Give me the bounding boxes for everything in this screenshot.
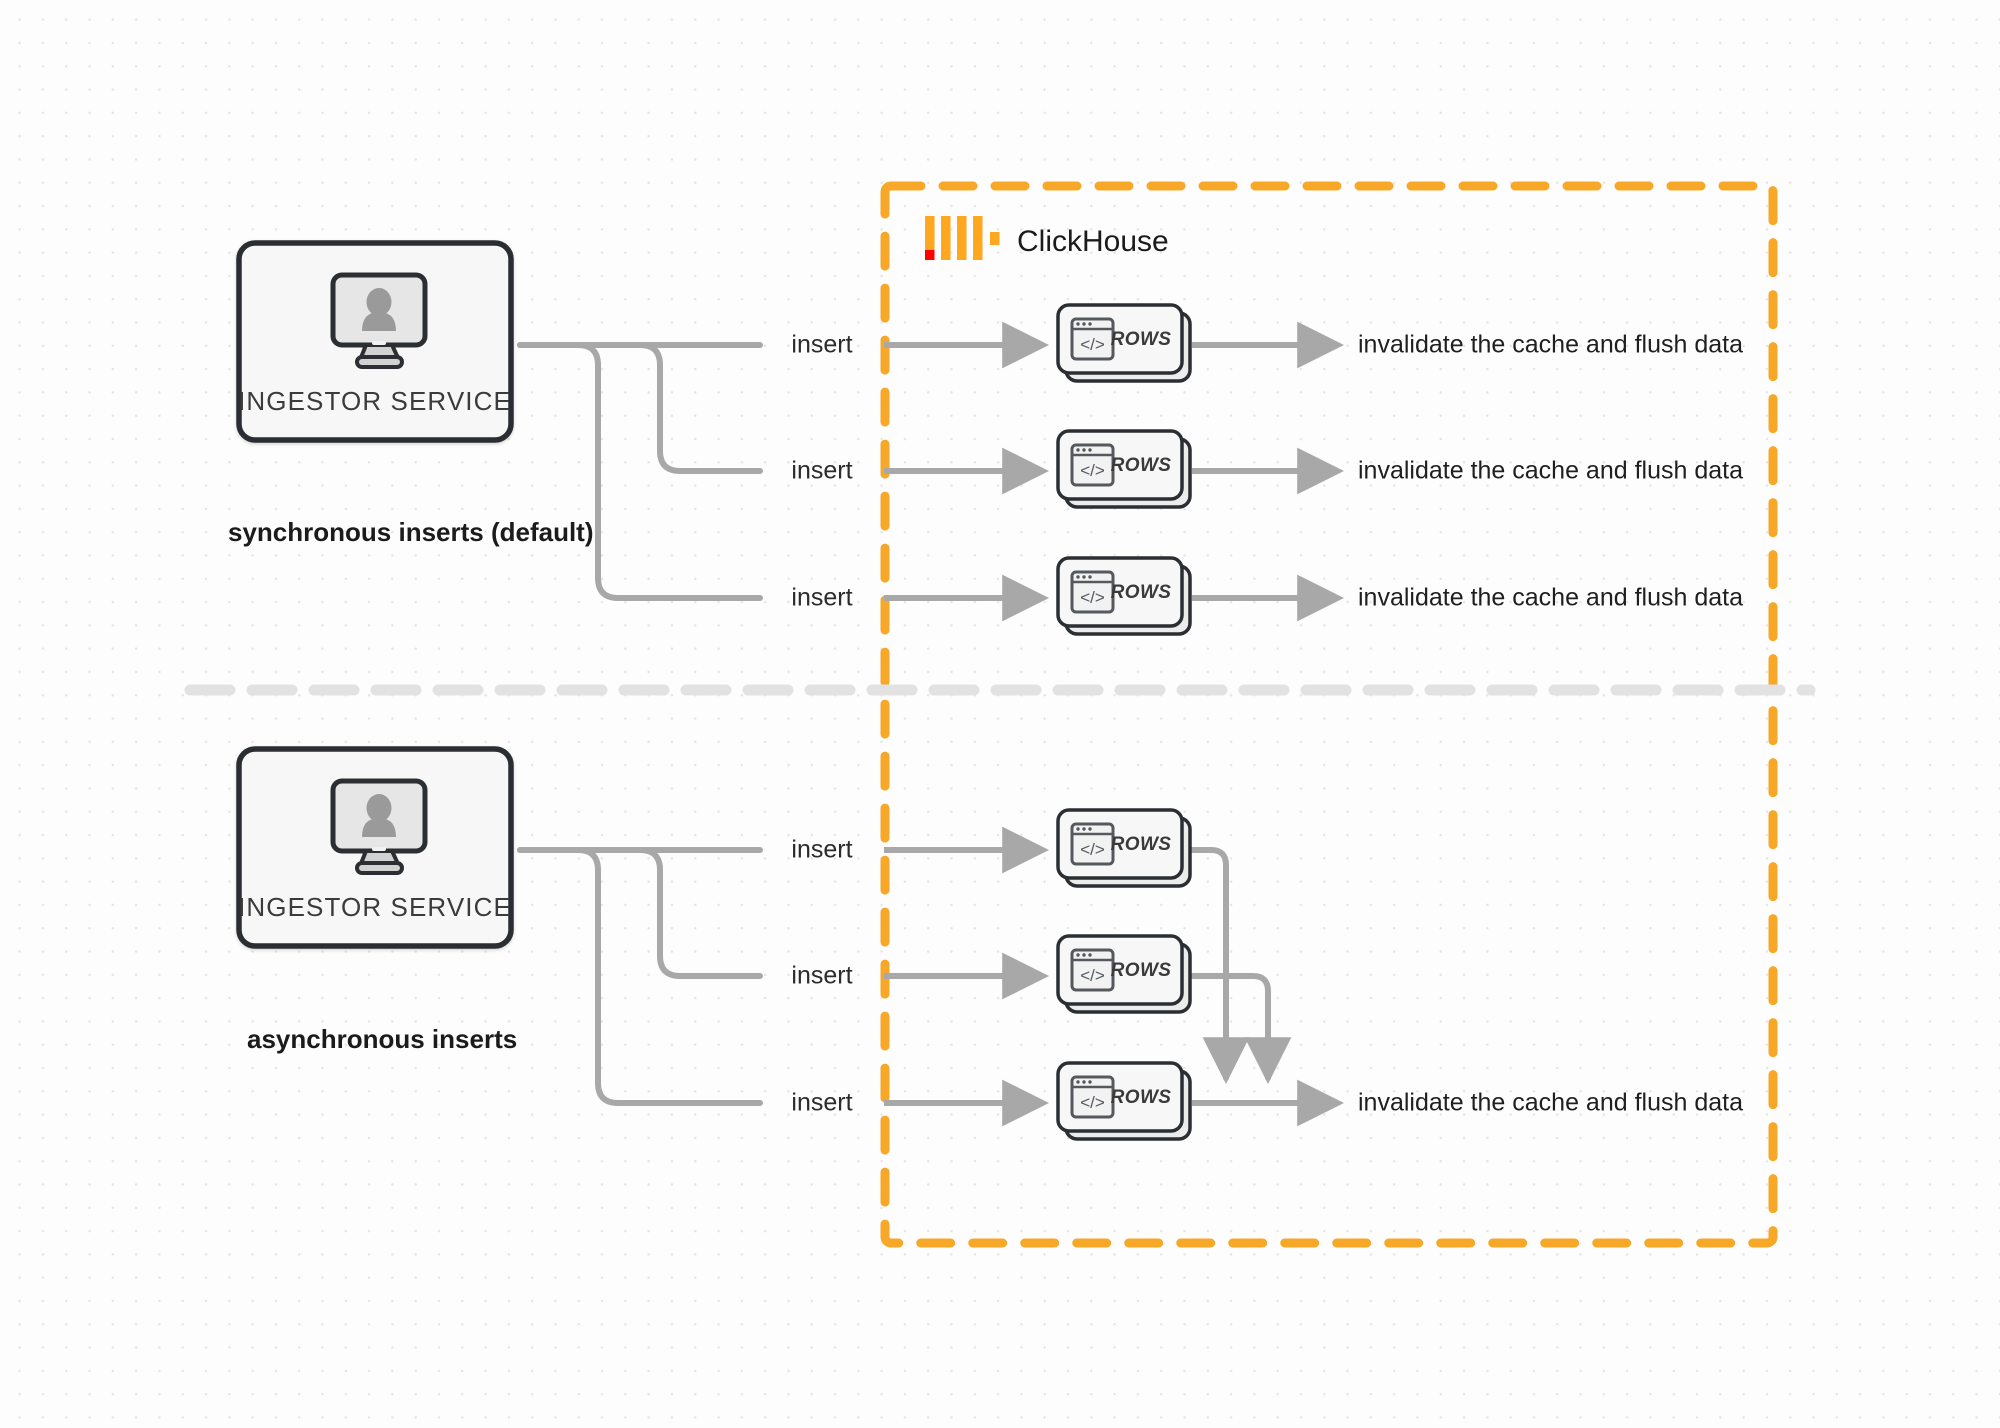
ingestor-service-box-async[interactable] (236, 746, 514, 949)
mode-label-sync: synchronous inserts (default) (228, 517, 594, 547)
async-insert-arrows (884, 826, 1049, 1127)
rows-label-async-2: ROWS (1110, 960, 1172, 981)
insert-label-async-3: insert (791, 1088, 853, 1117)
insert-label-async-2: insert (791, 961, 853, 990)
rows-card-async-1[interactable]: </> (1056, 808, 1192, 888)
code-window-icon: </> (1070, 822, 1115, 866)
insert-label-sync-2: insert (791, 456, 853, 485)
async-connectors (517, 847, 763, 1106)
rows-card-sync-3[interactable]: </> (1056, 556, 1192, 636)
code-window-icon: </> (1070, 570, 1115, 614)
code-window-icon: </> (1070, 1075, 1115, 1119)
rows-card-sync-1[interactable]: </> (1056, 303, 1192, 383)
rows-label-async-3: ROWS (1110, 1087, 1172, 1108)
svg-text:</>: </> (1080, 1093, 1105, 1112)
rows-label-sync-1: ROWS (1110, 329, 1172, 350)
result-label-sync-1: invalidate the cache and flush data (1358, 330, 1743, 359)
rows-label-sync-3: ROWS (1110, 582, 1172, 603)
async-merge-arrows (1189, 847, 1292, 1084)
insert-label-async-1: insert (791, 835, 853, 864)
rows-card-sync-2[interactable]: </> (1056, 429, 1192, 509)
rows-card-async-2[interactable]: </> (1056, 934, 1192, 1014)
result-label-sync-2: invalidate the cache and flush data (1358, 456, 1743, 485)
result-label-async: invalidate the cache and flush data (1358, 1088, 1743, 1117)
monitor-user-icon (330, 272, 428, 369)
svg-text:</>: </> (1080, 588, 1105, 607)
svg-text:</>: </> (1080, 335, 1105, 354)
service-label-sync: INGESTOR SERVICE (238, 386, 512, 416)
code-window-icon: </> (1070, 317, 1115, 361)
result-label-sync-3: invalidate the cache and flush data (1358, 583, 1743, 612)
sync-connectors (517, 342, 763, 601)
rows-card-async-3[interactable]: </> (1056, 1061, 1192, 1141)
insert-label-sync-3: insert (791, 583, 853, 612)
code-window-icon: </> (1070, 443, 1115, 487)
code-window-icon: </> (1070, 948, 1115, 992)
rows-label-async-1: ROWS (1110, 834, 1172, 855)
insert-label-sync-1: insert (791, 330, 853, 359)
clickhouse-boundary (880, 181, 1778, 1248)
svg-text:</>: </> (1080, 966, 1105, 985)
sync-result-arrows (1192, 321, 1344, 622)
clickhouse-logo (925, 216, 1000, 260)
sync-insert-arrows (884, 321, 1049, 622)
service-label-async: INGESTOR SERVICE (238, 892, 512, 922)
monitor-user-icon (330, 778, 428, 875)
clickhouse-brand-label: ClickHouse (1017, 225, 1169, 258)
svg-text:</>: </> (1080, 840, 1105, 859)
svg-text:</>: </> (1080, 461, 1105, 480)
ingestor-service-box-sync[interactable] (236, 240, 514, 443)
mode-label-async: asynchronous inserts (247, 1024, 518, 1054)
rows-label-sync-2: ROWS (1110, 455, 1172, 476)
